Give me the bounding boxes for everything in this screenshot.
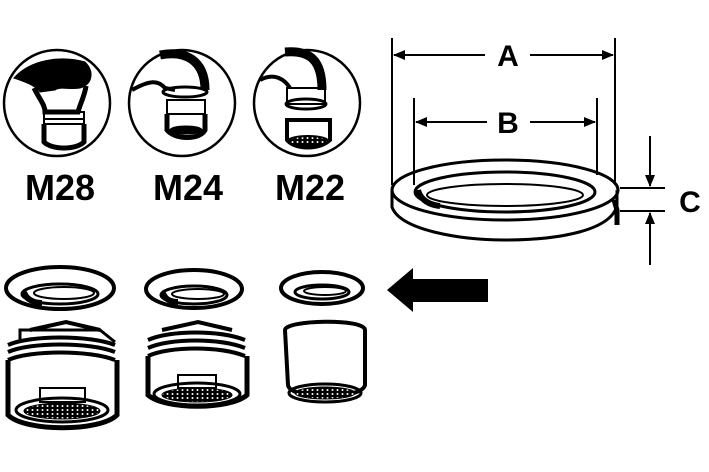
thread-size-label-m24: M24 (153, 167, 223, 208)
left-arrow-icon (387, 268, 488, 312)
washer-m22-icon (279, 270, 365, 306)
aerator-m24-icon (145, 319, 250, 409)
dimension-label-c: C (679, 186, 701, 219)
washer-m24-icon (144, 268, 244, 310)
dimension-label-b: B (497, 107, 519, 140)
thread-size-label-m28: M28 (25, 167, 95, 208)
faucet-m28-icon (2, 48, 112, 158)
faucet-m24-icon (127, 48, 237, 158)
thread-size-label-m22: M22 (275, 167, 345, 208)
washer-dimension-diagram (390, 38, 665, 265)
dimension-label-a: A (497, 40, 519, 73)
washer-m28-icon (4, 265, 116, 311)
faucet-m22-icon (252, 47, 362, 158)
aerator-m22-icon (282, 319, 367, 404)
aerator-m28-icon (5, 319, 120, 431)
